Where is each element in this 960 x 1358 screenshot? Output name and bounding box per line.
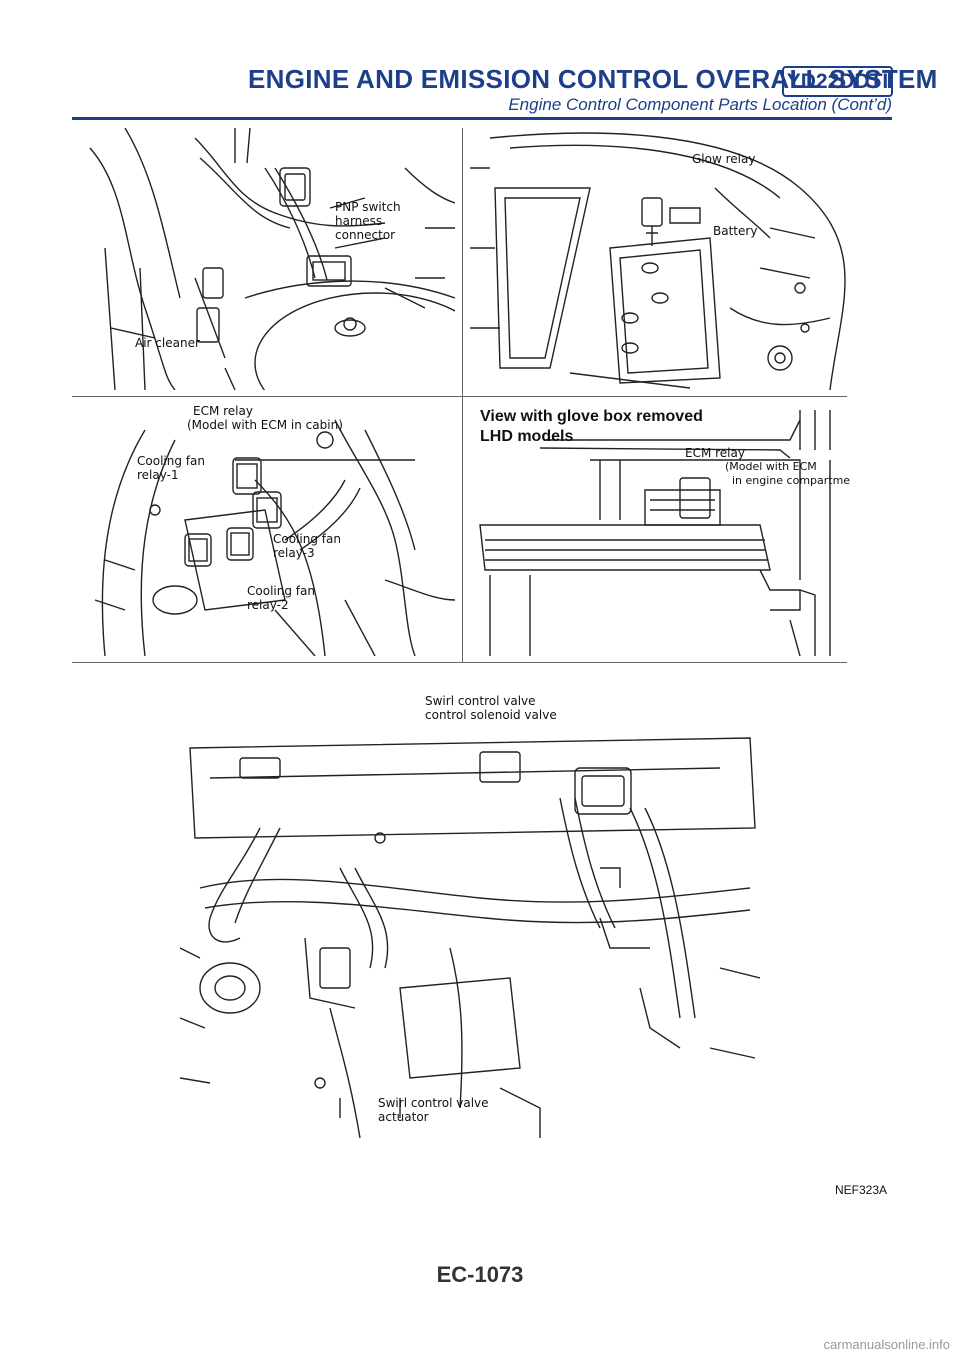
- label-pnp-switch: PNP switch: [335, 200, 401, 214]
- label-ecm-relay-engine: ECM relay: [685, 446, 745, 460]
- illustration-glove-box-ecm-relay: View with glove box removed LHD models E…: [470, 400, 850, 656]
- watermark-text: carmanualsonline.info: [823, 1337, 950, 1352]
- illustration-cooling-fan-relays: ECM relay (Model with ECM in cabin) Cool…: [85, 400, 455, 656]
- section-title: ENGINE AND EMISSION CONTROL OVERALL SYST…: [248, 64, 938, 94]
- label-ecm-relay-engine-note-2: in engine compartment): [732, 474, 850, 487]
- label-swirl-solenoid-line2: control solenoid valve: [425, 708, 557, 722]
- section-subtitle: Engine Control Component Parts Location …: [508, 95, 892, 114]
- label-connector: connector: [335, 228, 396, 242]
- label-cooling-fan-relay-3-line1: Cooling fan: [273, 532, 341, 546]
- model-code-badge: YD22DDTI: [782, 66, 893, 97]
- panel-divider-vertical: [462, 128, 463, 662]
- label-cooling-fan-relay-3-line2: relay-3: [273, 546, 315, 560]
- label-swirl-actuator-line1: Swirl control valve: [378, 1096, 489, 1110]
- label-harness: harness: [335, 214, 383, 228]
- page-number: EC-1073: [436, 1262, 524, 1287]
- label-battery: Battery: [713, 224, 758, 238]
- label-lhd-models: LHD models: [480, 428, 574, 445]
- label-ecm-relay-cabin: ECM relay: [193, 404, 253, 418]
- label-swirl-actuator-line2: actuator: [378, 1110, 429, 1124]
- panel-divider-horizontal-2: [72, 662, 847, 663]
- label-cooling-fan-relay-2-line1: Cooling fan: [247, 584, 315, 598]
- label-cooling-fan-relay-2-line2: relay-2: [247, 598, 289, 612]
- label-view-glove-box: View with glove box removed: [480, 408, 703, 425]
- page-header: ENGINE AND EMISSION CONTROL OVERALL SYST…: [0, 0, 960, 120]
- label-air-cleaner: Air cleaner: [135, 336, 200, 350]
- label-swirl-solenoid-line1: Swirl control valve: [425, 694, 536, 708]
- illustration-pnp-switch: PNP switch harness connector Air cleaner: [85, 128, 455, 390]
- label-cooling-fan-relay-1-line2: relay-1: [137, 468, 179, 482]
- panel-divider-horizontal-1: [72, 396, 847, 397]
- illustration-glow-relay-battery: Glow relay Battery: [470, 128, 850, 390]
- label-glow-relay: Glow relay: [692, 152, 756, 166]
- figure-code: NEF323A: [835, 1183, 888, 1197]
- label-ecm-relay-engine-note-1: (Model with ECM: [725, 460, 817, 473]
- label-cooling-fan-relay-1-line1: Cooling fan: [137, 454, 205, 468]
- label-ecm-relay-cabin-note: (Model with ECM in cabin): [187, 418, 343, 432]
- header-rule: [72, 117, 892, 120]
- illustration-swirl-control-valve: Swirl control valve control solenoid val…: [180, 688, 760, 1138]
